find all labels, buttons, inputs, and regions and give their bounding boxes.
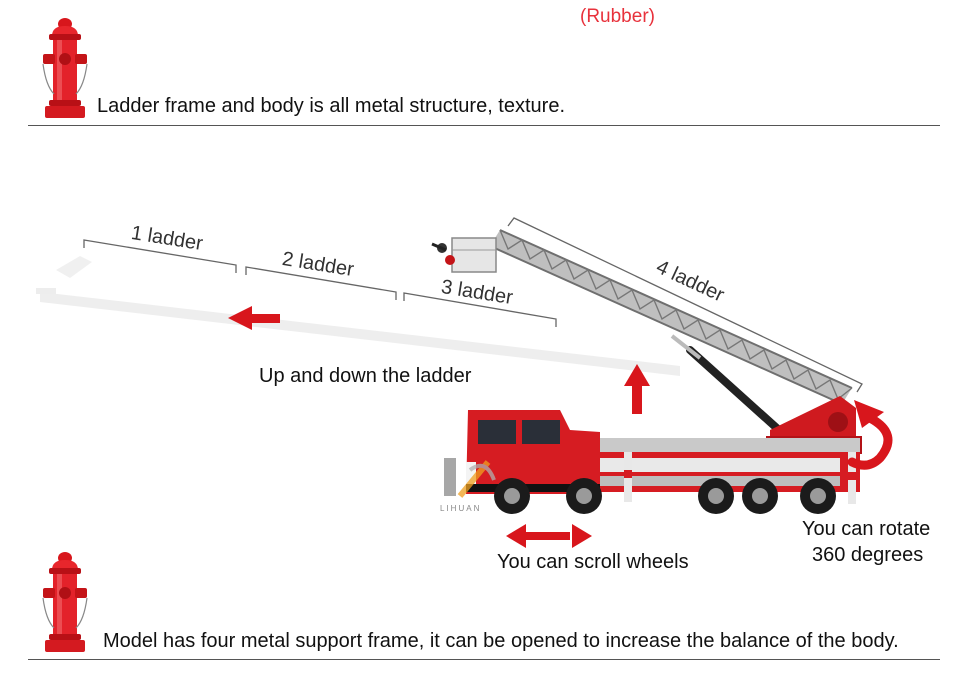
rotate-arrow-icon (847, 400, 893, 470)
arrow-up-icon (624, 364, 650, 414)
bracket-1-ladder (83, 239, 237, 273)
fire-hydrant-icon (40, 14, 90, 122)
wheel (494, 478, 530, 514)
fire-hydrant-icon (40, 548, 90, 656)
fire-truck (466, 410, 860, 514)
caption-rotate-line-1: You can rotate (802, 518, 931, 540)
double-arrow-icon (506, 524, 592, 548)
divider (28, 125, 940, 126)
divider (28, 659, 940, 660)
rescue-basket (431, 237, 497, 273)
caption-up-down-ladder: Up and down the ladder (259, 365, 472, 387)
ladder-truck-diagram (0, 200, 960, 590)
hydraulic-cylinder (686, 346, 794, 444)
rubber-note: (Rubber) (580, 6, 655, 27)
caption-rotate-line-2: 360 degrees (812, 544, 924, 566)
arrow-left-icon (228, 306, 280, 330)
wheel (800, 478, 836, 514)
brand-watermark: LIHUAN (440, 504, 482, 513)
caption-scroll-wheels: You can scroll wheels (497, 551, 689, 573)
bracket-3-ladder (403, 292, 557, 327)
wheel (566, 478, 602, 514)
wheel (698, 478, 734, 514)
bracket-4-ladder (507, 217, 863, 393)
extended-ladder-ghost (36, 256, 680, 376)
wheel (742, 478, 778, 514)
brand-logo (444, 458, 496, 498)
feature-text-metal-structure: Ladder frame and body is all metal struc… (97, 95, 566, 117)
feature-text-support-frame: Model has four metal support frame, it c… (103, 630, 899, 652)
fourth-ladder-truss (489, 229, 853, 405)
bracket-2-ladder (245, 266, 397, 300)
